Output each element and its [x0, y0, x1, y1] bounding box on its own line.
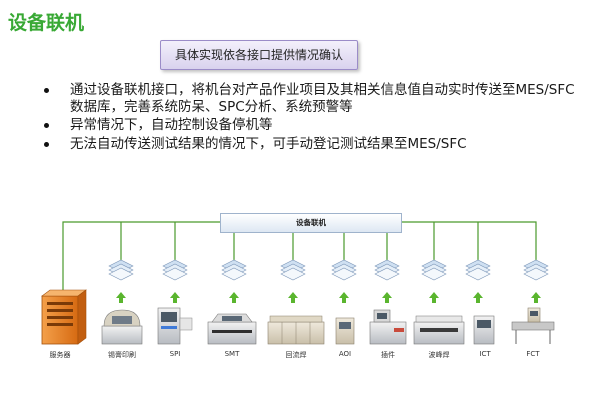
- bullet-item: 异常情况下，自动控制设备停机等: [44, 117, 584, 134]
- bullet-item: 通过设备联机接口，将机台对产品作业项目及其相关信息值自动实时传送至MES/SFC…: [44, 82, 584, 115]
- interface-module-icon: [465, 259, 491, 281]
- aoi-machine-icon: [335, 317, 355, 345]
- interface-module-icon: [374, 259, 400, 281]
- equipment-label-wave: 波峰焊: [428, 351, 450, 359]
- interface-module-icon: [421, 259, 447, 281]
- bullet-list: 通过设备联机接口，将机台对产品作业项目及其相关信息值自动实时传送至MES/SFC…: [44, 82, 584, 154]
- interface-module-icon: [523, 259, 549, 281]
- up-arrow-icon: [382, 292, 392, 303]
- up-arrow-icon: [288, 292, 298, 303]
- equipment-label-insert: 插件: [381, 351, 395, 359]
- slide-title: 设备联机: [8, 12, 85, 34]
- up-arrow-icon: [170, 292, 180, 303]
- interface-module-icon: [162, 259, 188, 281]
- up-arrow-icon: [531, 292, 541, 303]
- interface-module-icon: [221, 259, 247, 281]
- server-icon: [41, 289, 87, 345]
- fct-machine-icon: [511, 307, 555, 344]
- interface-module-icon: [331, 259, 357, 281]
- upload-arrows: [116, 292, 541, 303]
- up-arrow-icon: [473, 292, 483, 303]
- solder-printer-icon: [101, 309, 143, 345]
- equipment-label-aoi: AOI: [338, 350, 352, 358]
- equipment-label-reflow: 回流焊: [285, 351, 307, 359]
- wave-solder-icon: [413, 315, 465, 345]
- insertion-machine-icon: [369, 309, 407, 345]
- equipment-label-printer: 锡膏印刷: [108, 351, 136, 359]
- equipment-label-spi: SPI: [169, 350, 181, 358]
- equipment-label-server: 服务器: [49, 351, 71, 359]
- interface-module-icon: [108, 259, 134, 281]
- up-arrow-icon: [116, 292, 126, 303]
- equipment-label-smt: SMT: [224, 350, 240, 358]
- interface-module-icon: [280, 259, 306, 281]
- equipment-label-fct: FCT: [526, 350, 540, 358]
- interface-modules: [108, 259, 549, 281]
- up-arrow-icon: [229, 292, 239, 303]
- up-arrow-icon: [429, 292, 439, 303]
- up-arrow-icon: [339, 292, 349, 303]
- network-bus: [62, 221, 537, 290]
- smt-machine-icon: [207, 313, 257, 345]
- note-box: 具体实现依各接口提供情况确认: [160, 40, 358, 70]
- network-bus-label: 设备联机: [220, 213, 402, 233]
- bullet-item: 无法自动传送测试结果的情况下，可手动登记测试结果至MES/SFC: [44, 136, 584, 153]
- spi-machine-icon: [157, 307, 193, 345]
- ict-machine-icon: [473, 315, 495, 345]
- reflow-oven-icon: [267, 315, 325, 345]
- equipment-label-ict: ICT: [479, 350, 491, 358]
